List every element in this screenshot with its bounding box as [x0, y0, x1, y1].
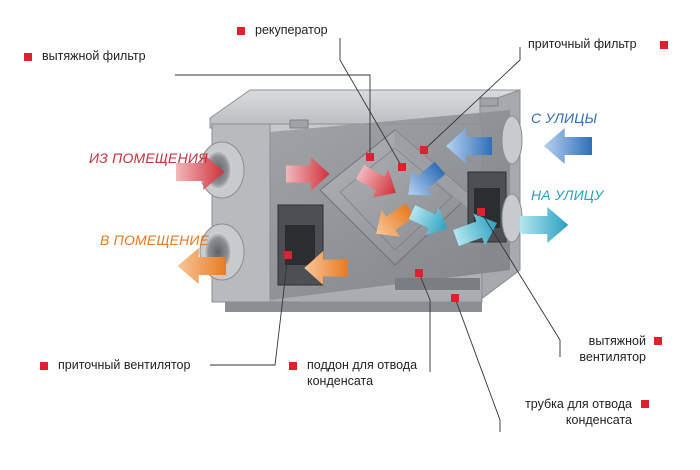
leader-recuperator: [339, 38, 403, 168]
marker-condensate-tray: [289, 362, 297, 370]
leader-condensate-tray: [418, 272, 431, 372]
leader-condensate-tube: [454, 297, 501, 432]
leader-lines: [175, 38, 561, 432]
label-exhaust-fan-line2: вентилятор: [579, 350, 646, 364]
leader-exhaust-filter: [175, 74, 371, 157]
leader-supply-fan: [210, 254, 289, 366]
marker-recuperator: [237, 27, 245, 35]
label-recuperator: рекуператор: [255, 23, 328, 37]
arrow-to-street-outside: [520, 207, 569, 243]
label-exhaust-fan-line1: вытяжной: [588, 334, 646, 348]
condensate-tray: [395, 278, 480, 290]
marker-exhaust-fan: [654, 337, 662, 345]
label-supply-fan: приточный вентилятор: [58, 358, 191, 372]
leader-points: [284, 146, 485, 302]
flow-label-to-room: В ПОМЕЩЕНИЕ: [100, 232, 210, 248]
flow-label-from-street: С УЛИЦЫ: [531, 110, 598, 126]
label-supply-filter: приточный фильтр: [528, 37, 637, 51]
flow-label-from-room: ИЗ ПОМЕЩЕНИЯ: [89, 150, 208, 166]
leader-supply-filter: [423, 47, 521, 151]
leader-exhaust-fan: [480, 211, 561, 357]
marker-exhaust-filter: [24, 53, 32, 61]
arrow-from-street-outside: [543, 128, 592, 164]
marker-supply-fan: [40, 362, 48, 370]
flow-label-to-street: НА УЛИЦУ: [531, 187, 604, 203]
marker-supply-filter: [660, 41, 668, 49]
label-condensate-tray-line1: поддон для отвода: [307, 358, 418, 372]
label-condensate-tray-line2: конденсата: [307, 374, 374, 388]
label-exhaust-filter: вытяжной фильтр: [42, 49, 146, 63]
duct-top-right: [501, 115, 523, 165]
marker-condensate-tube: [641, 400, 649, 408]
label-condensate-tube-line1: трубка для отвода: [525, 397, 632, 411]
case-bottom: [225, 302, 482, 312]
label-condensate-tube-line2: конденсата: [565, 413, 632, 427]
duct-bottom-right: [501, 193, 523, 243]
